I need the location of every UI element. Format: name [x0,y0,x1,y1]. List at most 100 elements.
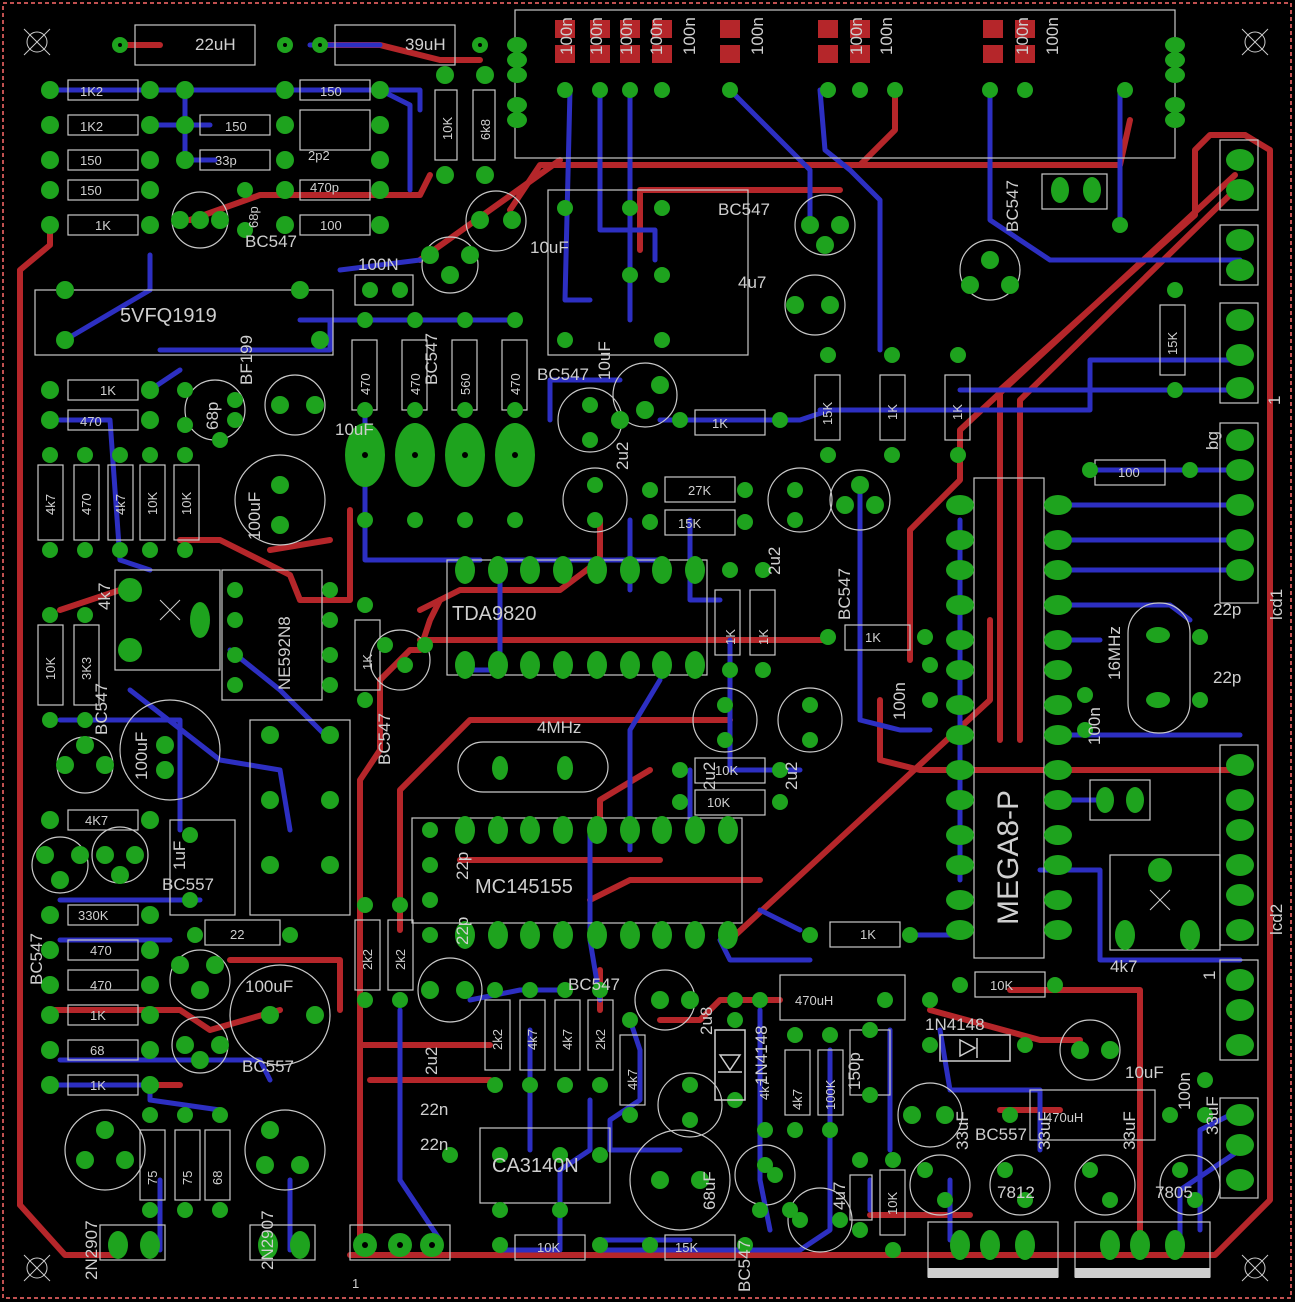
label-1k-k: 1K [756,629,771,645]
label-10k-g: 10K [885,1192,900,1215]
label-22p-d: 22p [453,917,472,945]
label-10uF-c: 10uF [595,341,614,380]
label-2k2-a: 2k2 [360,949,375,970]
label-bc557-a: BC557 [162,875,214,894]
label-100uF-b: 100uF [132,732,151,780]
label-1k-g: 1K [885,404,900,420]
label-100n-4: 100n [680,17,699,55]
label-100n-1: 100n [587,17,606,55]
label-10k-r2: 10K [179,492,194,515]
label-7812: 7812 [997,1183,1035,1202]
label-100n-2: 100n [617,17,636,55]
label-470-a: 470 [80,414,102,429]
label-33uF-a: 33uF [953,1111,972,1150]
label-150-a: 150 [80,153,102,168]
label-tda9820: TDA9820 [452,603,537,625]
label-ca3140n: CA3140N [492,1155,579,1177]
label-100k: 100K [823,1079,838,1110]
label-2k2-d: 2k2 [593,1029,608,1050]
label-100n-x: 100n [1085,707,1104,745]
label-2n2907-a: 2N2907 [82,1220,101,1280]
label-470-c2: 470 [408,373,423,395]
trimpot-cross [159,599,1171,911]
label-bc547-c: BC547 [92,683,111,735]
label-4k7-e: 4k7 [560,1029,575,1050]
label-4k7-pot: 4k7 [95,583,114,610]
label-100n-y: 100n [1175,1072,1194,1110]
label-100-a: 100 [320,218,342,233]
label-1k-f: 1K [90,1078,106,1093]
label-100-m: 100 [1118,465,1140,480]
label-1k-n: 1K [860,927,876,942]
resistor-bodies [37,79,1186,1261]
label-470uH-b: 470uH [1045,1110,1083,1125]
label-1-pin: 1 [352,1276,359,1291]
label-16mhz: 16MHz [1105,626,1124,680]
label-470-e: 470 [90,943,112,958]
label-22p-c: 22p [453,852,472,880]
label-470-f: 470 [90,978,112,993]
label-22p-b: 22p [1213,668,1241,687]
label-4k7-c: 4K7 [85,813,108,828]
label-470-d: 470 [79,493,94,515]
label-1n4148-b: 1N4148 [925,1015,985,1034]
label-10k-e: 10K [707,795,730,810]
label-10k-h: 10K [537,1240,560,1255]
label-470p: 470p [310,180,339,195]
label-mega8-p: MEGA8-P [992,790,1025,925]
label-100N: 100N [358,255,399,274]
label-39uH: 39uH [405,35,446,54]
label-4k7-pot2: 4k7 [1110,957,1137,976]
label-bc547-i: BC547 [568,975,620,994]
label-4k7-d: 4k7 [525,1029,540,1050]
label-1k2-a: 1K2 [80,84,103,99]
label-10k-f: 10K [990,978,1013,993]
round-outlines [31,190,1221,1253]
label-75-b: 75 [180,1171,195,1185]
label-10k-r1: 10K [145,492,160,515]
label-68-e: 68 [90,1043,104,1058]
label-10k-c: 10K [43,657,58,680]
label-6k8: 6k8 [478,119,493,140]
label-1k2-b: 1K2 [80,119,103,134]
label-100uF-c: 100uF [245,977,293,996]
label-4k7-b: 4k7 [113,494,128,515]
label-1k-e: 1K [90,1008,106,1023]
label-bc547-a: BC547 [245,232,297,251]
label-100n-3: 100n [647,17,666,55]
label-4k7-a: 4k7 [43,494,58,515]
diode-symbols [714,1029,1011,1101]
label-470uH: 470uH [795,993,833,1008]
label-100n-m: 100n [890,682,909,720]
label-2u8: 2u8 [697,1007,716,1035]
label-bf199: BF199 [237,335,256,385]
label-5vfq1919: 5VFQ1919 [120,305,217,327]
label-100n-7: 100n [877,17,896,55]
label-100n-9: 100n [1043,17,1062,55]
label-1-top: 1 [1265,396,1284,405]
label-bc547-d: BC547 [27,933,46,985]
label-68p-top: 68p [246,206,261,228]
label-4k7-f: 4k7 [625,1069,640,1090]
label-68-g: 68 [210,1171,225,1185]
label-2u2-a: 2u2 [613,442,632,470]
label-ne592n8: NE592N8 [275,616,294,690]
label-mc145155: MC145155 [475,876,573,898]
label-27k: 27K [688,483,711,498]
label-2u2-b: 2u2 [765,547,784,575]
label-lcd1: lcd1 [1267,589,1286,620]
label-100n-10: 100n [557,17,576,55]
label-4u7-b: 4u7 [830,1182,849,1210]
label-4k7-h: 4k7 [790,1089,805,1110]
label-330k: 330K [78,908,109,923]
label-2n2907-b: 2N2907 [258,1210,277,1270]
label-bc547-h: BC547 [835,568,854,620]
label-22uH: 22uH [195,35,236,54]
label-470-c1: 470 [358,373,373,395]
silkscreen-labels: 22uH 39uH 1K2 1K2 150 150 150 150 33p 2p… [27,17,1286,1292]
label-2k2-c: 2k2 [490,1029,505,1050]
regulator-tabs [928,1268,1210,1278]
label-470-c4: 470 [508,373,523,395]
